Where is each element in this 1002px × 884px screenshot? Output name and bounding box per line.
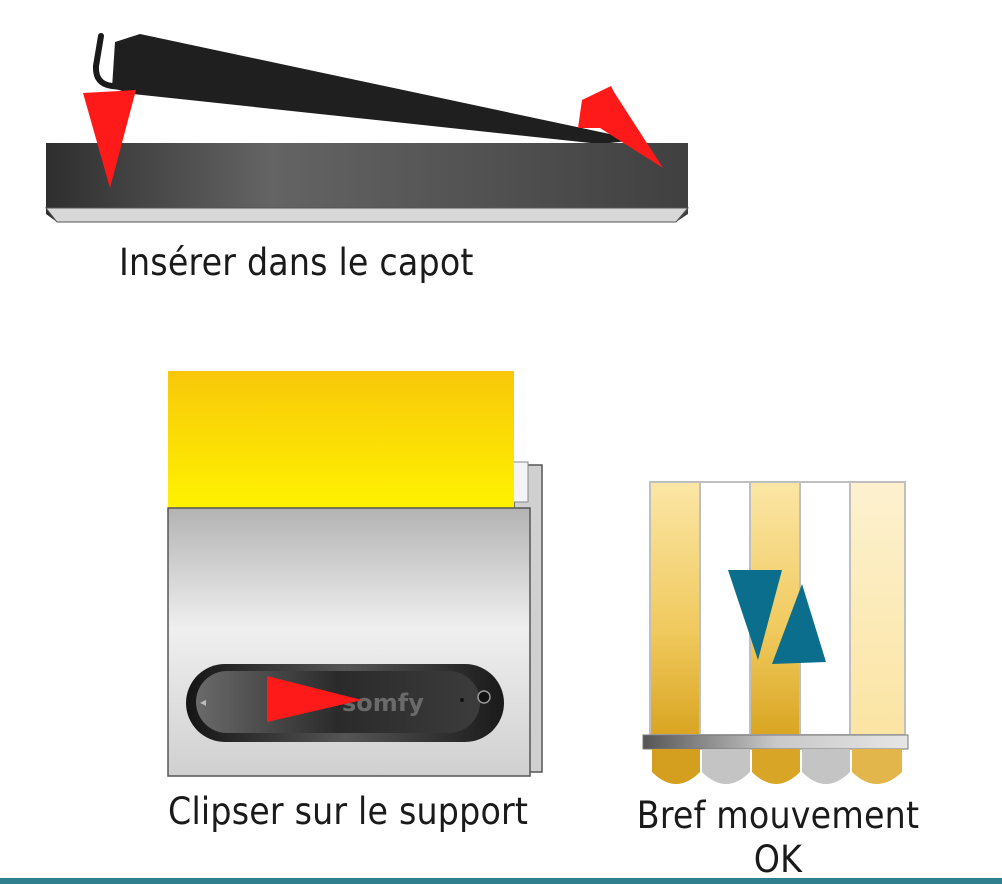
bottom-bar <box>0 878 1002 884</box>
sensor-bar <box>112 34 638 144</box>
valance-5 <box>852 749 902 784</box>
down-arrow-blue-icon <box>728 570 782 660</box>
hood-bottom-edge <box>44 207 690 223</box>
caption-clip: Clipser sur le support <box>168 790 529 833</box>
rail <box>642 734 909 750</box>
caption-brief-movement: Bref mouvement <box>636 794 920 837</box>
sensor-led <box>460 698 464 702</box>
valance-1 <box>652 749 700 784</box>
down-arrow-icon <box>83 90 136 188</box>
hood-assembly <box>44 33 690 223</box>
caption-ok: OK <box>753 838 803 881</box>
diagonal-arrow-icon <box>578 86 663 168</box>
valance-2 <box>702 749 750 784</box>
awning-assembly <box>642 481 909 784</box>
valance-3 <box>752 749 800 784</box>
stripe-5 <box>849 481 906 736</box>
support-assembly: somfy ◂ <box>167 371 543 777</box>
stripe-1 <box>649 481 701 736</box>
up-arrow-blue-icon <box>772 584 826 664</box>
hood-cover <box>46 143 688 222</box>
somfy-logo: somfy <box>342 689 424 717</box>
yellow-awning <box>168 371 514 508</box>
right-arrow-icon <box>267 676 362 722</box>
caption-insert: Insérer dans le capot <box>119 241 474 284</box>
hook-icon <box>92 33 134 91</box>
sensor-button <box>477 690 491 704</box>
sensor-arrow-mark: ◂ <box>200 695 206 709</box>
valance-4 <box>802 749 850 784</box>
